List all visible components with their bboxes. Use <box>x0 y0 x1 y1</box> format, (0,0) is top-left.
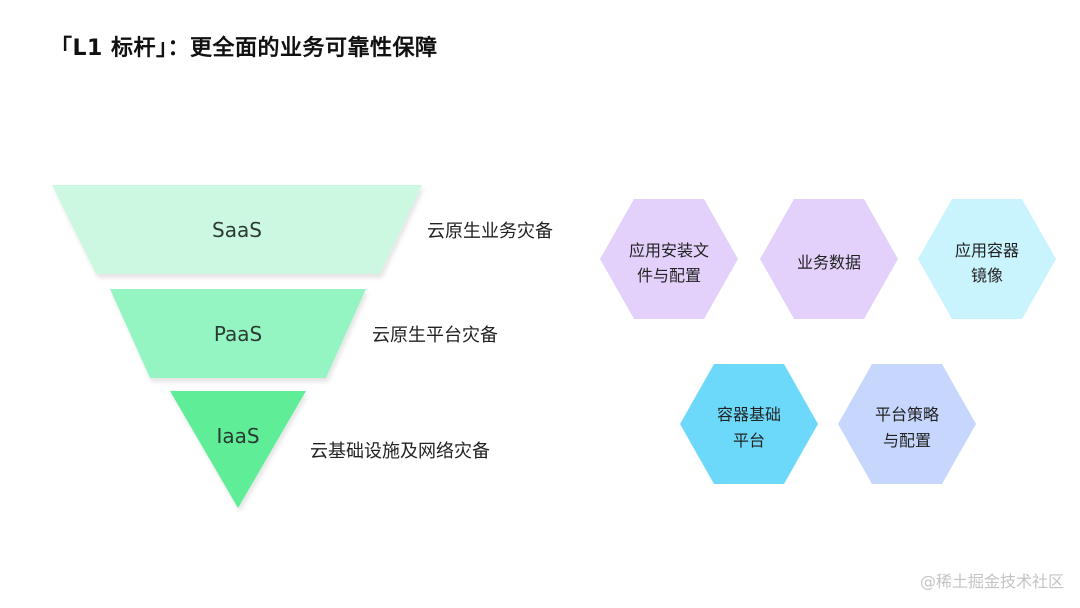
layer-saas: SaaS 云原生业务灾备 <box>52 185 553 274</box>
hexagon-shape <box>600 199 738 319</box>
layer-iaas-description: 云基础设施及网络灾备 <box>310 441 490 462</box>
hexagon-line: 平台 <box>733 431 765 450</box>
hexagon-line: 应用容器 <box>955 241 1019 260</box>
layer-paas-description: 云原生平台灾备 <box>372 325 498 346</box>
hexagon-line: 应用安装文 <box>629 241 709 260</box>
layer-paas: PaaS 云原生平台灾备 <box>110 289 498 378</box>
layer-iaas-label: IaaS <box>216 424 259 448</box>
hexagon-grid: 应用安装文 件与配置 业务数据 应用容器 镜像 容器基础 平台 平台策略 与配置 <box>600 199 1056 484</box>
hexagon-app-container-image: 应用容器 镜像 <box>918 199 1056 319</box>
hexagon-line: 镜像 <box>971 266 1003 285</box>
layer-iaas: IaaS 云基础设施及网络灾备 <box>170 391 490 508</box>
layer-paas-shape <box>110 289 366 378</box>
hexagon-line: 容器基础 <box>717 405 781 424</box>
layer-saas-label: SaaS <box>212 218 262 242</box>
layer-iaas-shape <box>170 391 306 508</box>
hexagon-line: 与配置 <box>883 431 931 450</box>
hexagon-shape <box>760 199 898 319</box>
layer-saas-description: 云原生业务灾备 <box>427 221 553 242</box>
hexagon-platform-policy: 平台策略 与配置 <box>838 364 976 484</box>
hexagon-container-platform: 容器基础 平台 <box>680 364 818 484</box>
hexagon-line: 业务数据 <box>797 253 861 272</box>
hexagon-shape <box>838 364 976 484</box>
layer-paas-label: PaaS <box>214 322 262 346</box>
pyramid: SaaS 云原生业务灾备 PaaS 云原生平台灾备 IaaS 云基础设施及网络灾… <box>52 185 553 508</box>
hexagon-shape <box>680 364 818 484</box>
hexagon-shape <box>918 199 1056 319</box>
hexagon-business-data: 业务数据 <box>760 199 898 319</box>
hexagon-app-install-files: 应用安装文 件与配置 <box>600 199 738 319</box>
layer-saas-shape <box>52 185 422 274</box>
hexagon-line: 平台策略 <box>875 405 939 424</box>
hexagon-line: 件与配置 <box>637 266 701 285</box>
page-title: 「L1 标杆」：更全面的业务可靠性保障 <box>50 36 438 61</box>
watermark: @稀土掘金技术社区 <box>919 572 1064 591</box>
